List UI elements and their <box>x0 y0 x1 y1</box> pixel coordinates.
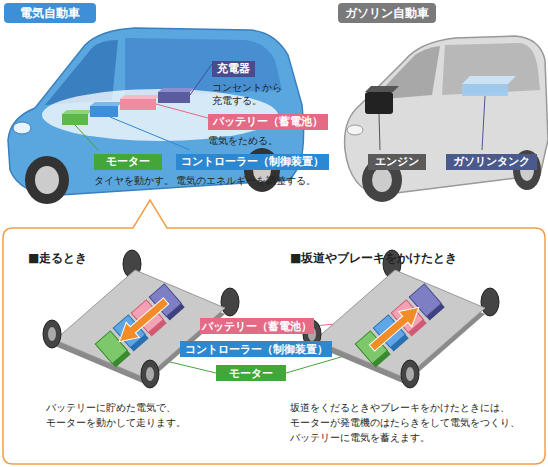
part-description: 電気をためる。 <box>208 134 348 147</box>
part-label: コントローラー（制御装置） <box>185 342 328 357</box>
controller-part <box>90 102 123 106</box>
callout: バッテリー（蓄電池） 電気をためる。 <box>208 110 348 147</box>
panel-outline <box>3 200 545 464</box>
part-label: モーター <box>229 366 273 381</box>
callout: エンジン <box>368 150 426 170</box>
callout: 充電器コンセントから 充電する。 <box>212 57 292 107</box>
battery-part <box>120 95 161 99</box>
leader-line <box>110 117 190 150</box>
headlight <box>13 122 31 134</box>
part-label: ガソリンタンク <box>446 154 537 170</box>
tab-box: 電気自動車 <box>4 3 96 23</box>
leader-line <box>379 114 380 150</box>
part-box: バッテリー（蓄電池） <box>200 318 314 334</box>
part-label: 充電器 <box>212 61 255 77</box>
charger-part <box>158 88 195 92</box>
charger-part <box>158 92 190 103</box>
leader-line <box>190 64 212 95</box>
leader-line <box>482 96 485 150</box>
motor-part <box>62 114 88 125</box>
wheel <box>25 156 69 204</box>
tank-part <box>462 76 516 84</box>
wheel-hub <box>146 367 154 381</box>
section-heading: ■走るとき <box>28 250 268 267</box>
tab-label: 電気自動車 <box>20 5 80 22</box>
callout: ガソリンタンク <box>446 150 537 170</box>
battery-part <box>120 99 156 110</box>
leader-line <box>156 104 208 118</box>
wheel <box>221 288 239 316</box>
tab-label: ガソリン自動車 <box>345 5 429 22</box>
wheel-hub <box>372 168 392 192</box>
wheel <box>43 320 61 348</box>
part-box: コントローラー（制御装置） <box>180 341 332 357</box>
tab-box: ガソリン自動車 <box>338 3 436 23</box>
section-description: バッテリーに貯めた電気で、 モーターを動かして走ります。 <box>46 400 296 430</box>
wheel-hub <box>35 166 59 194</box>
part-label: バッテリー（蓄電池） <box>202 319 312 334</box>
chassis <box>303 250 499 388</box>
engine-part <box>365 92 393 114</box>
flow-arrow <box>113 293 173 349</box>
section-heading: ■坂道やブレーキをかけたとき <box>290 250 540 267</box>
motor-part <box>62 110 93 114</box>
callout: モータータイヤを動かす。 <box>94 150 184 187</box>
wheel <box>141 360 159 388</box>
controller-part <box>90 106 118 117</box>
part-box: モーター <box>216 365 286 381</box>
wheel-hub <box>48 327 56 341</box>
part-label: モーター <box>94 154 162 170</box>
headlight <box>347 125 363 135</box>
section-description: 坂道をくだるときやブレーキをかけたときには、 モーターが発電機のはたらきをして電… <box>290 400 540 445</box>
part-label: バッテリー（蓄電池） <box>208 114 328 130</box>
leader-line <box>75 125 98 150</box>
engine-part <box>365 86 399 92</box>
explanation-panel: ■走るとき ■坂道やブレーキをかけたときバッテリーに貯めた電気で、 モーターを動か… <box>3 228 545 464</box>
callout: コントローラー（制御装置） 電気のエネルギーを調整する。 <box>176 150 346 187</box>
flow-arrow <box>365 300 425 356</box>
car-window <box>442 43 540 95</box>
part-label: コントローラー（制御装置） <box>176 154 329 170</box>
part-description: コンセントから 充電する。 <box>212 81 292 107</box>
part-label: エンジン <box>368 154 426 170</box>
part-description: タイヤを動かす。 <box>94 174 184 187</box>
tank-part <box>462 84 508 96</box>
part-description: 電気のエネルギーを調整する。 <box>176 174 346 187</box>
